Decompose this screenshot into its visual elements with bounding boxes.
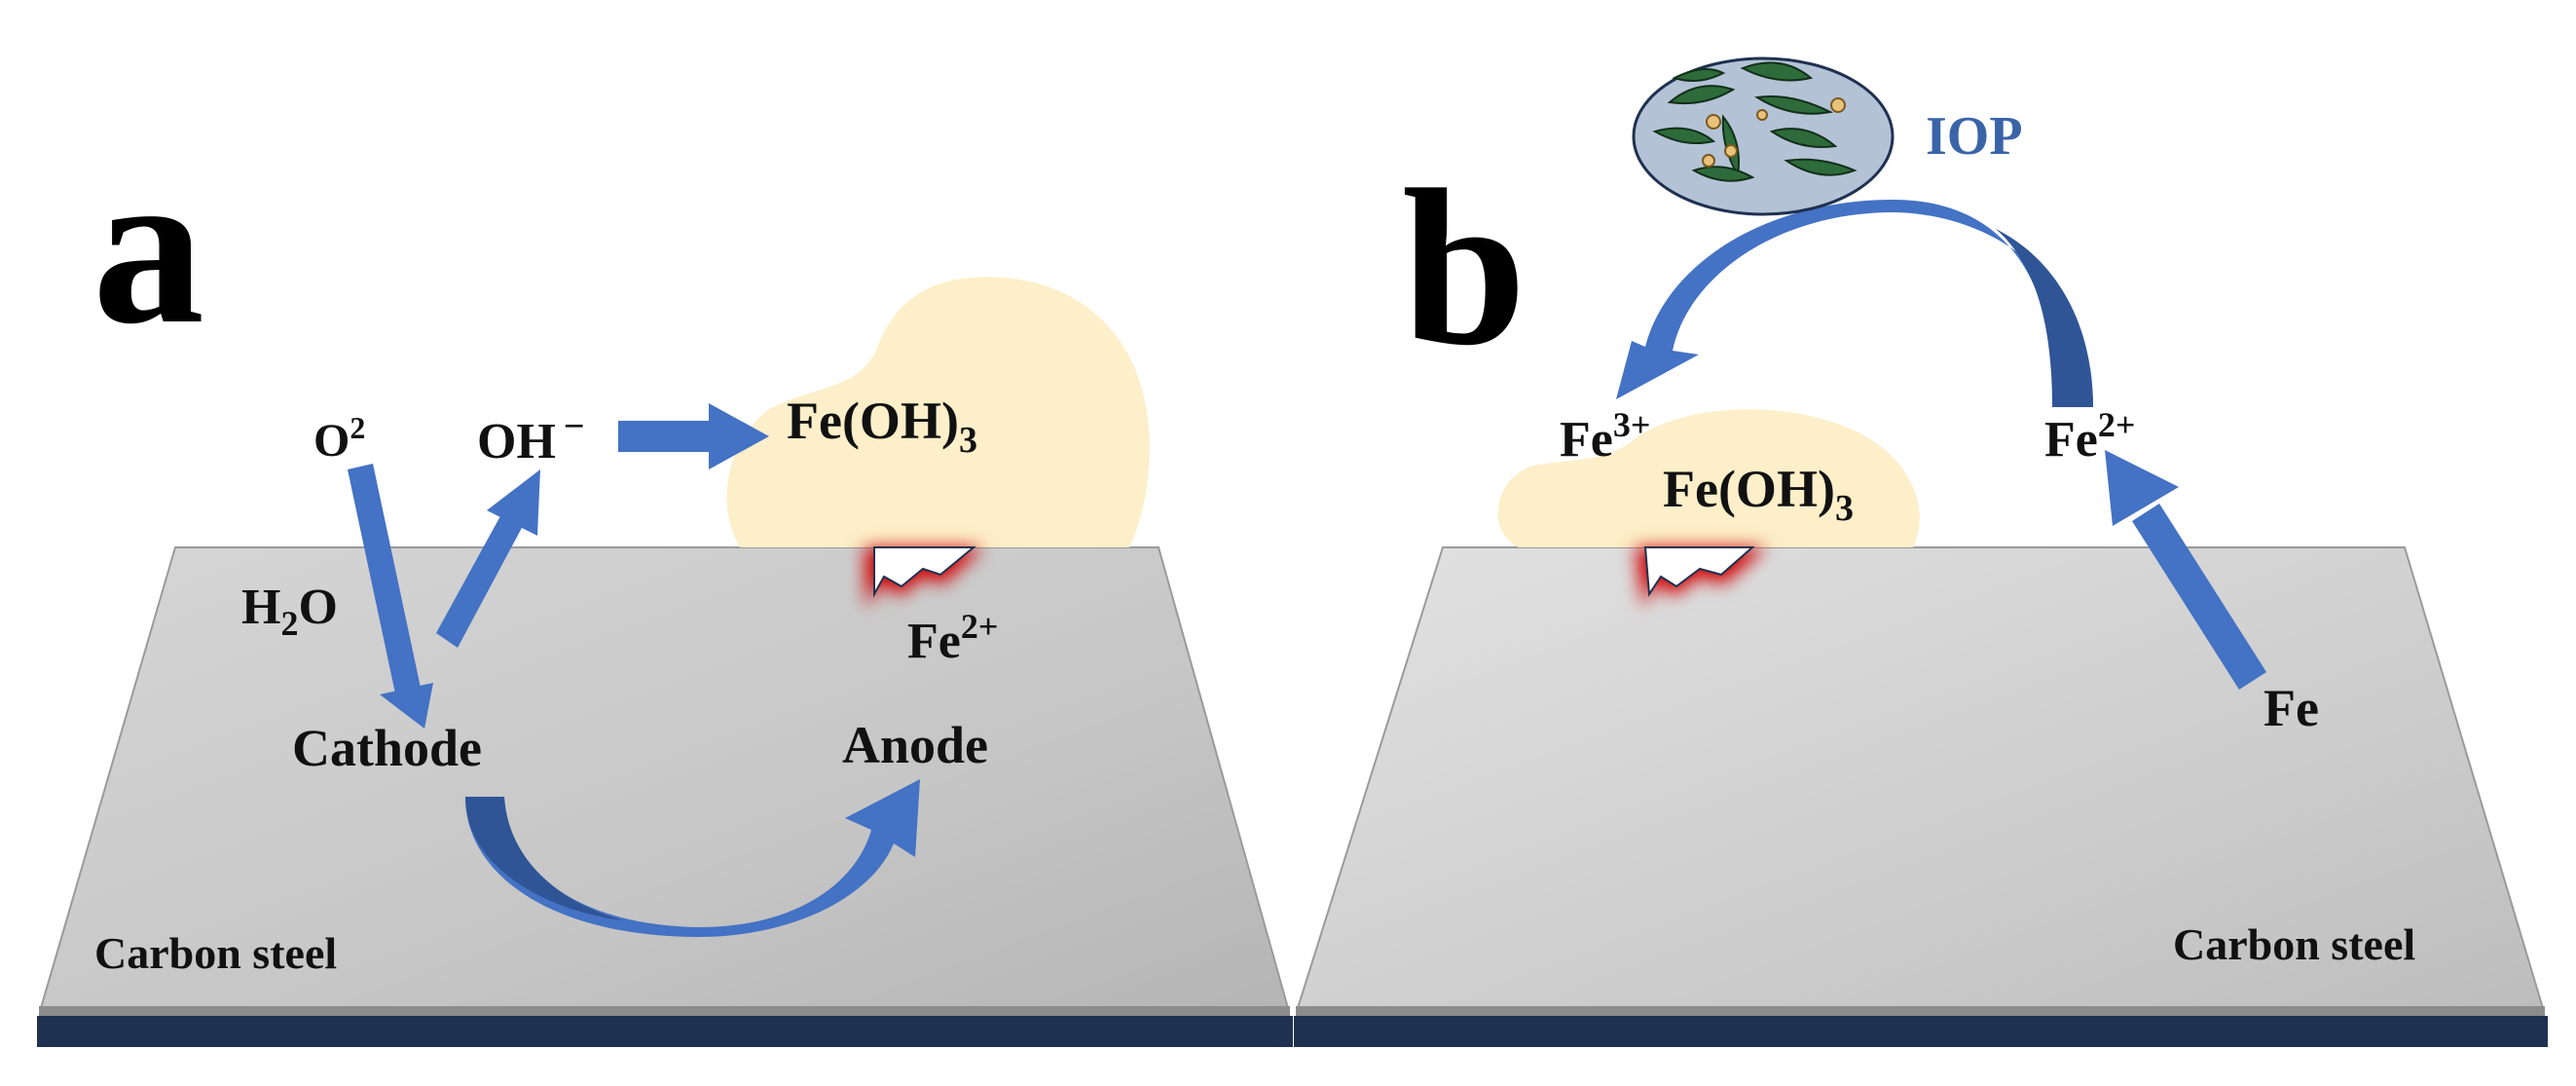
panel-b-letter: b: [1402, 143, 1527, 392]
fe3-text: Fe: [1560, 412, 1613, 468]
fe-label-b: Fe: [2263, 679, 2319, 737]
corrosion-pit-b: [1636, 546, 1767, 609]
fe3-label: Fe3+: [1560, 405, 1650, 468]
h2o-subscript: 2: [280, 604, 298, 643]
arrow-o2-to-cathode: [348, 464, 433, 729]
panel-a: a O2 OH− Fe(OH)3 H2O Fe2+ Cathode Anode …: [37, 122, 1293, 1047]
feoh3-text-a: Fe(OH): [787, 392, 959, 450]
oh-superscript: −: [564, 406, 585, 447]
arrow-fe2-to-fe3: [1616, 200, 2093, 407]
plate-edge-a: [39, 1006, 1290, 1016]
o2-superscript: 2: [350, 410, 365, 445]
arrow-fe-to-fe2: [2105, 450, 2266, 690]
plate-base-a: [37, 1016, 1293, 1047]
o2-label: O2: [313, 410, 365, 467]
plate-base-b: [1294, 1016, 2548, 1047]
o2-text: O: [313, 415, 350, 467]
fe2-label-b: Fe2+: [2044, 405, 2135, 468]
bacteria-rods: [1652, 61, 1858, 182]
feoh3-text-b: Fe(OH): [1663, 460, 1835, 518]
panel-b: b IOP Fe3+ Fe2+ Fe(OH)3 Fe Carbon steel: [1294, 56, 2548, 1047]
feoh3-subscript-b: 3: [1835, 488, 1854, 529]
fe2-superscript-b: 2+: [2098, 405, 2136, 444]
carbon-steel-label-b: Carbon steel: [2173, 919, 2415, 969]
bacteria-spores: [1702, 97, 1846, 168]
feoh3-deposit-b: [1497, 409, 1920, 547]
carbon-steel-label-a: Carbon steel: [94, 928, 337, 978]
arrow-cathode-to-anode: [465, 779, 920, 937]
cathode-label: Cathode: [292, 719, 482, 777]
h2o-label: H2O: [241, 580, 338, 643]
feoh3-label-a: Fe(OH)3: [787, 392, 977, 461]
iop-label: IOP: [1926, 106, 2023, 167]
feoh3-label-b: Fe(OH)3: [1663, 460, 1854, 529]
arrow-oh-to-feoh3: [618, 403, 769, 469]
h2o-o: O: [298, 580, 337, 635]
feoh3-deposit-a: [726, 277, 1150, 547]
oh-label: OH−: [477, 406, 585, 469]
oh-text: OH: [477, 414, 556, 469]
fe2-superscript-a: 2+: [961, 607, 999, 646]
fe2-text-b: Fe: [2044, 412, 2098, 468]
plate-edge-b: [1296, 1006, 2545, 1016]
feoh3-subscript-a: 3: [959, 420, 977, 461]
fe3-superscript: 3+: [1613, 405, 1651, 444]
anode-label: Anode: [842, 716, 988, 774]
h2o-h: H: [241, 580, 280, 635]
corrosion-pit-a: [865, 546, 983, 609]
bacteria-petri-dish-icon: [1632, 56, 1895, 216]
fe2-text-a: Fe: [907, 614, 961, 669]
panel-a-letter: a: [92, 122, 204, 370]
arrow-cathode-to-oh: [436, 469, 540, 648]
fe2-label-a: Fe2+: [907, 607, 998, 669]
